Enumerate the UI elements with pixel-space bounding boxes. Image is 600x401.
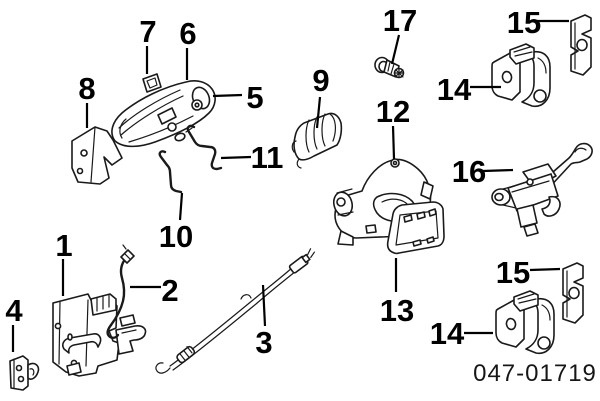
callout-label-2: 2 [161,273,178,308]
callout-label-13: 13 [380,293,414,328]
callout-label-3: 3 [255,325,272,360]
part-14-hinge-bottom [495,290,555,355]
part-9-grommet [291,112,343,169]
callout-label-17: 17 [383,3,417,38]
leader-line-3 [261,284,267,327]
part-5-exterior-handle [111,80,216,148]
part-7-clip [142,73,162,93]
part-3-control-cable [155,248,315,374]
callout-label-10: 10 [159,219,193,254]
part-15-plate-bottom [562,262,584,324]
part-2-wiring-harness [106,244,135,339]
callout-label-16: 16 [452,154,486,189]
callout-label-14-top: 14 [437,72,472,107]
leader-line-15-bottom [529,267,561,272]
callout-label-7: 7 [139,14,156,49]
callout-label-11: 11 [251,140,284,175]
callout-label-15-bottom: 15 [496,255,530,290]
leader-line-16 [482,168,514,173]
part-14-hinge-top [491,43,551,108]
callout-label-4: 4 [5,293,23,328]
part-4-striker [9,355,40,391]
leader-line-5 [212,93,243,98]
leader-line-11 [220,155,252,160]
figure-code: 047-01719 [473,360,597,387]
part-1-lock-assembly [52,293,147,377]
leader-line-12 [391,125,396,160]
callout-label-12: 12 [376,94,410,129]
callout-label-8: 8 [78,71,95,106]
part-13-bezel [386,201,445,255]
callout-label-15-top: 15 [507,5,541,40]
callout-label-6: 6 [179,16,196,51]
leader-line-9 [315,96,322,129]
part-15-plate-top [570,14,592,76]
leader-line-10 [178,192,184,221]
callout-label-5: 5 [246,80,263,115]
part-17-stud [374,56,405,79]
part-16-check-strap [491,142,593,237]
callout-label-9: 9 [312,63,329,98]
part-8-bracket [71,126,123,185]
callout-label-1: 1 [55,228,72,263]
part-10-rod [158,150,183,194]
leader-line-17 [390,34,401,65]
callout-label-14-bottom: 14 [430,316,465,351]
part-11-rod [186,124,223,171]
